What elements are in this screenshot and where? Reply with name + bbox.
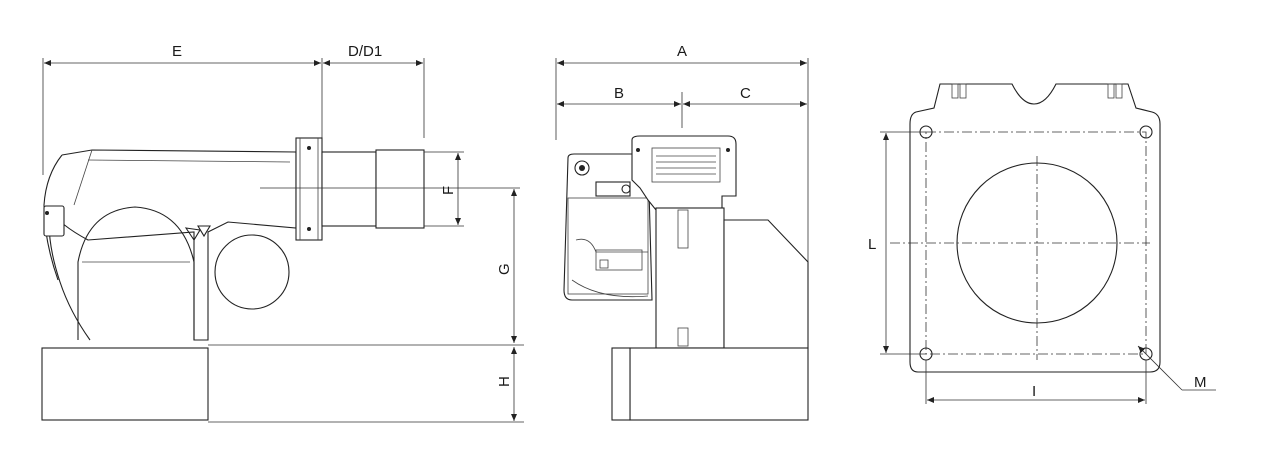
dim-label-g: G	[496, 263, 513, 275]
dim-label-h: H	[496, 376, 513, 387]
dim-label-m: M	[1194, 374, 1207, 391]
dim-label-c: C	[740, 85, 751, 102]
dim-label-i: I	[1032, 383, 1036, 400]
dim-label-b: B	[614, 85, 624, 102]
flange-view: L I M	[868, 83, 1216, 404]
dim-label-a: A	[677, 43, 687, 60]
dim-label-f: F	[440, 186, 457, 195]
dim-label-e: E	[172, 43, 182, 60]
dim-label-l: L	[868, 236, 876, 253]
dim-label-d-d1: D/D1	[348, 43, 382, 60]
side-view: E D/D1 F G	[41, 43, 524, 423]
front-view: A B C	[555, 43, 809, 421]
